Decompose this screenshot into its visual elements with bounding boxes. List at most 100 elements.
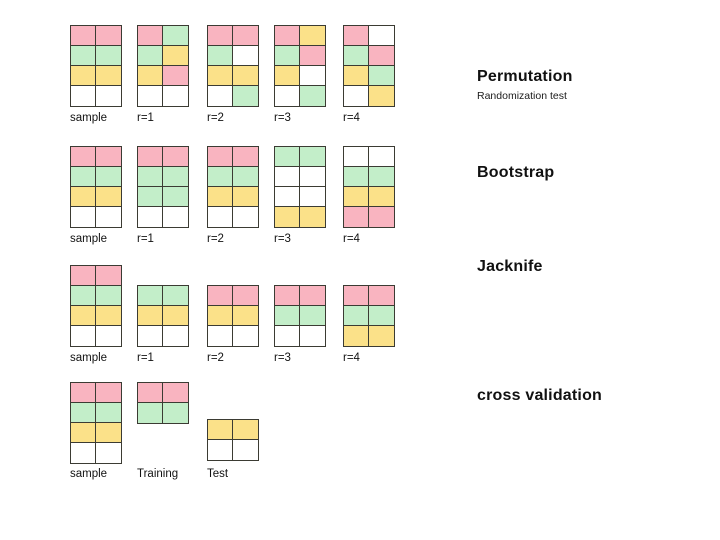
grid-cell-pink [344, 286, 369, 306]
sample-grid [137, 382, 189, 424]
grid-row [208, 207, 258, 227]
grid-row [71, 187, 121, 207]
grid-cell-green [208, 46, 233, 66]
grid-row [275, 326, 325, 346]
grid-row [138, 26, 188, 46]
grid-cell-green [96, 286, 121, 306]
sample-grid [274, 146, 326, 228]
grid-row [208, 420, 258, 440]
grid-cell-green [163, 26, 188, 46]
sample-grid [274, 25, 326, 107]
grid-cell-white [138, 86, 163, 106]
grid-row [344, 26, 394, 46]
grid-cell-yellow [233, 420, 258, 440]
sample-grid [343, 25, 395, 107]
grid-cell-green [208, 167, 233, 187]
grid-cell-white [233, 326, 258, 346]
grid-row [344, 147, 394, 167]
section-subtitle-permutation: Randomization test [477, 90, 567, 102]
grid-cell-yellow [163, 46, 188, 66]
grid-cell-white [138, 326, 163, 346]
grid-row [138, 306, 188, 326]
grid-cell-yellow [71, 423, 96, 443]
grid-cell-white [208, 326, 233, 346]
grid-cell-white [163, 207, 188, 227]
sample-grid [70, 146, 122, 228]
grid-cell-pink [163, 383, 188, 403]
grid-cell-green [369, 66, 394, 86]
grid-cell-green [138, 187, 163, 207]
grid-cell-yellow [96, 423, 121, 443]
grid-cell-pink [96, 147, 121, 167]
grid-cell-white [344, 147, 369, 167]
grid-row [138, 326, 188, 346]
section-title-bootstrap: Bootstrap [477, 164, 555, 181]
sample-grid [343, 285, 395, 347]
block-label: sample [70, 112, 108, 124]
grid-row [344, 66, 394, 86]
grid-cell-green [344, 167, 369, 187]
block-label: Test [207, 468, 229, 480]
sample-grid [207, 25, 259, 107]
grid-cell-white [275, 86, 300, 106]
sample-grid [207, 285, 259, 347]
grid-cell-white [300, 326, 325, 346]
grid-cell-green [275, 46, 300, 66]
grid-cell-pink [208, 26, 233, 46]
block-label: Training [137, 468, 179, 480]
grid-cell-white [208, 86, 233, 106]
grid-row [208, 440, 258, 460]
grid-cell-green [233, 86, 258, 106]
grid-cell-green [71, 403, 96, 423]
grid-cell-white [163, 326, 188, 346]
grid-cell-white [163, 86, 188, 106]
grid-cell-green [138, 403, 163, 423]
grid-cell-white [96, 207, 121, 227]
grid-row [208, 147, 258, 167]
grid-row [275, 286, 325, 306]
grid-cell-pink [369, 46, 394, 66]
grid-row [208, 86, 258, 106]
grid-cell-pink [71, 383, 96, 403]
grid-cell-white [96, 326, 121, 346]
grid-row [71, 266, 121, 286]
grid-cell-yellow [344, 66, 369, 86]
grid-cell-white [233, 440, 258, 460]
grid-cell-pink [163, 66, 188, 86]
grid-row [138, 383, 188, 403]
grid-cell-yellow [208, 66, 233, 86]
grid-cell-yellow [300, 26, 325, 46]
grid-cell-white [71, 86, 96, 106]
grid-cell-green [138, 46, 163, 66]
block-label: r=2 [207, 352, 224, 364]
grid-cell-pink [96, 266, 121, 286]
grid-row [344, 286, 394, 306]
sample-grid [70, 382, 122, 464]
grid-cell-white [71, 326, 96, 346]
grid-cell-white [96, 443, 121, 463]
sample-grid [137, 285, 189, 347]
grid-cell-yellow [233, 187, 258, 207]
section-title-jacknife: Jacknife [477, 258, 543, 275]
grid-cell-white [208, 440, 233, 460]
grid-cell-green [163, 286, 188, 306]
grid-cell-pink [138, 147, 163, 167]
grid-row [71, 66, 121, 86]
sample-grid [274, 285, 326, 347]
grid-cell-pink [96, 26, 121, 46]
grid-row [208, 286, 258, 306]
grid-cell-pink [344, 207, 369, 227]
grid-cell-white [138, 207, 163, 227]
grid-row [344, 46, 394, 66]
grid-cell-yellow [208, 187, 233, 207]
grid-row [344, 207, 394, 227]
block-label: r=2 [207, 112, 224, 124]
grid-cell-pink [208, 147, 233, 167]
grid-cell-green [71, 46, 96, 66]
grid-cell-pink [300, 46, 325, 66]
grid-cell-yellow [369, 187, 394, 207]
grid-cell-yellow [369, 86, 394, 106]
grid-row [138, 167, 188, 187]
grid-row [138, 187, 188, 207]
grid-cell-pink [233, 286, 258, 306]
